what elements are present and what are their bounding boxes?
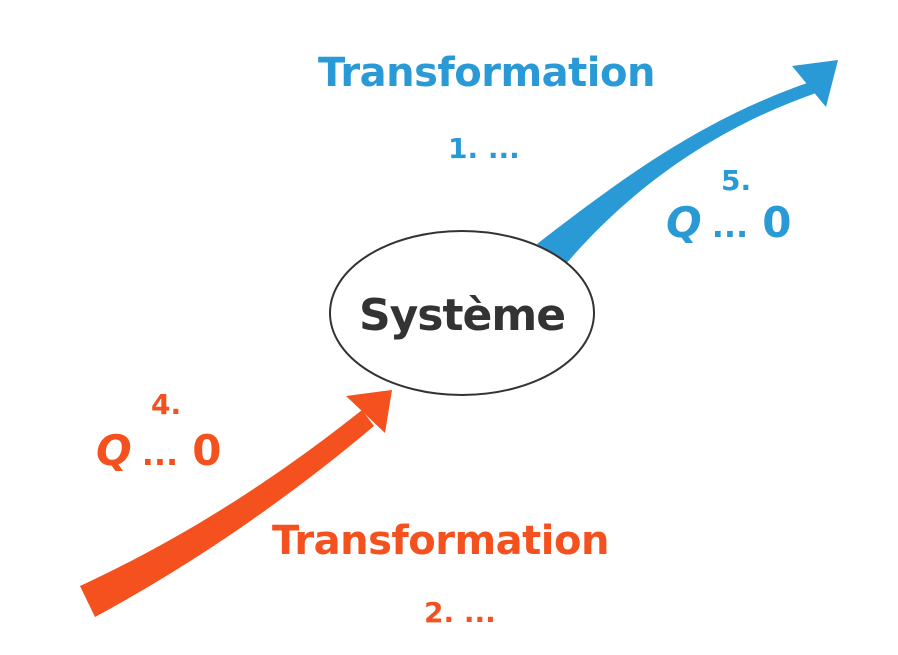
outgoing-zero: 0	[762, 198, 792, 247]
outgoing-step: 1. ...	[448, 132, 520, 165]
incoming-arrow-shaft	[80, 410, 374, 617]
outgoing-heat-relation: Q... 0	[666, 198, 791, 247]
incoming-q: Q	[96, 426, 132, 475]
outgoing-number: 5.	[721, 164, 752, 197]
system-ellipse	[329, 230, 595, 396]
incoming-zero: 0	[192, 426, 222, 475]
incoming-number: 4.	[151, 388, 182, 421]
system-label: Système	[359, 290, 565, 341]
incoming-relation: ...	[141, 435, 179, 473]
outgoing-arrow-shaft	[537, 82, 816, 265]
outgoing-title: Transformation	[318, 50, 655, 96]
incoming-step: 2. ...	[424, 596, 496, 629]
outgoing-relation: ...	[711, 207, 749, 245]
incoming-heat-relation: Q... 0	[96, 426, 221, 475]
incoming-arrow-head	[346, 390, 392, 433]
incoming-title: Transformation	[272, 518, 609, 564]
outgoing-arrow-head	[792, 60, 838, 107]
outgoing-q: Q	[666, 198, 702, 247]
